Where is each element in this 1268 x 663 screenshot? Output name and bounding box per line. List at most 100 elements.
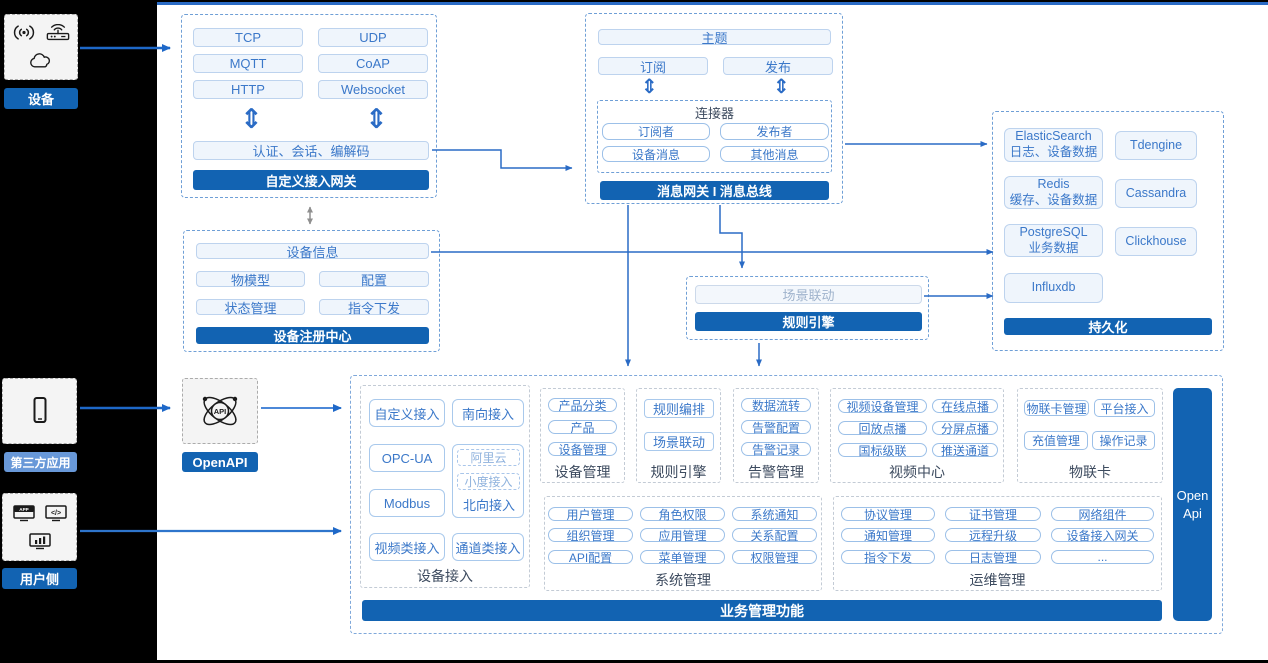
perm-mgmt-pill: 权限管理 bbox=[732, 550, 817, 565]
custom-gateway-title-text: 自定义接入网关 bbox=[265, 173, 357, 189]
command-dispatch-pill: 指令下发 bbox=[841, 550, 935, 565]
subscribe-box: 订阅 bbox=[598, 57, 708, 75]
store-name: Tdengine bbox=[1129, 137, 1183, 152]
pill-text: 告警配置 bbox=[751, 420, 800, 435]
platform-access-pill: 平台接入 bbox=[1094, 399, 1155, 417]
protocol-tcp: TCP bbox=[193, 28, 303, 47]
pill-text: 网络组件 bbox=[1078, 507, 1127, 522]
system-section bbox=[544, 496, 822, 591]
pill-text: 告警记录 bbox=[751, 442, 800, 457]
pill-text: 设备管理 bbox=[558, 442, 607, 457]
section-title-text: 告警管理 bbox=[748, 464, 804, 480]
device-label-text: 设备 bbox=[27, 92, 54, 107]
code-icon: </> bbox=[44, 504, 68, 522]
user-side-label-text: 用户侧 bbox=[19, 572, 59, 587]
open-api-bar: Open Api bbox=[1173, 388, 1212, 621]
iot-card-mgmt-pill: 物联卡管理 bbox=[1024, 400, 1089, 416]
aliyun-box: 阿里云 bbox=[457, 449, 520, 466]
other-message-pill: 其他消息 bbox=[720, 146, 829, 162]
pill-text: 数据流转 bbox=[751, 398, 800, 413]
status-mgmt-text: 状态管理 bbox=[224, 300, 277, 316]
custom-gateway-title-bar: 自定义接入网关 bbox=[193, 170, 429, 190]
org-mgmt-pill: 组织管理 bbox=[548, 528, 633, 543]
push-channel-pill: 推送通道 bbox=[932, 443, 998, 458]
video-device-mgmt-pill: 视频设备管理 bbox=[838, 399, 927, 414]
pill-text: 远程升级 bbox=[968, 528, 1017, 543]
xiaodu-access-text: 小度接入 bbox=[464, 475, 513, 489]
playback-pill: 回放点播 bbox=[838, 421, 927, 436]
gb-cascade-pill: 国标级联 bbox=[838, 443, 927, 458]
scene-linkage-box2: 场景联动 bbox=[644, 432, 714, 451]
remote-upgrade-pill: 远程升级 bbox=[945, 528, 1041, 543]
protocol-http-text: HTTP bbox=[231, 82, 265, 97]
pill-text: 推送通道 bbox=[940, 443, 989, 458]
scene-linkage-box: 场景联动 bbox=[695, 285, 922, 304]
device-access-title: 设备接入 bbox=[360, 566, 530, 586]
scene-linkage-text: 场景联动 bbox=[782, 288, 835, 303]
section-title-text: 规则引擎 bbox=[650, 464, 707, 480]
box-text: 规则编排 bbox=[652, 402, 705, 417]
device-label: 设备 bbox=[4, 88, 78, 109]
section-title-text: 物联卡 bbox=[1069, 464, 1111, 480]
persistence-title-text: 持久化 bbox=[1088, 320, 1128, 335]
xiaodu-access-box: 小度接入 bbox=[457, 473, 520, 490]
store-name: Clickhouse bbox=[1125, 233, 1187, 248]
protocol-websocket-text: Websocket bbox=[340, 82, 406, 97]
rule-section bbox=[636, 388, 721, 483]
registry-group bbox=[183, 230, 440, 352]
pill-text: 在线点播 bbox=[940, 399, 989, 414]
protocol-mqtt-text: MQTT bbox=[229, 56, 267, 71]
signal-icon bbox=[11, 24, 37, 41]
video-access-box: 视频类接入 bbox=[369, 533, 445, 561]
subscribe-text: 订阅 bbox=[639, 59, 666, 75]
connector-group bbox=[597, 100, 832, 173]
pill-text: 协议管理 bbox=[863, 507, 912, 522]
third-party-label-text: 第三方应用 bbox=[10, 455, 71, 470]
store-influxdb: Influxdb bbox=[1004, 273, 1103, 303]
notice-mgmt-pill: 通知管理 bbox=[841, 528, 935, 543]
store-name: Redis bbox=[1037, 176, 1070, 191]
store-name: Cassandra bbox=[1125, 185, 1187, 200]
rule-section-title: 规则引擎 bbox=[636, 462, 721, 482]
protocol-coap: CoAP bbox=[318, 54, 428, 73]
connector-title: 连接器 bbox=[597, 103, 832, 122]
pill-text: 菜单管理 bbox=[658, 550, 707, 565]
status-mgmt-box: 状态管理 bbox=[196, 299, 305, 316]
store-clickhouse: Clickhouse bbox=[1115, 227, 1197, 256]
pill-text: 关系配置 bbox=[750, 528, 799, 543]
alarm-record-pill: 告警记录 bbox=[741, 442, 811, 457]
thing-model-box: 物模型 bbox=[196, 271, 305, 288]
system-notice-pill: 系统通知 bbox=[732, 507, 817, 522]
app-mgmt-pill: 应用管理 bbox=[640, 528, 725, 543]
protocol-http: HTTP bbox=[193, 80, 303, 99]
publish-box: 发布 bbox=[723, 57, 833, 75]
dashboard-icon bbox=[10, 532, 69, 550]
ops-section-title: 运维管理 bbox=[833, 570, 1162, 590]
api-config-pill: API配置 bbox=[548, 550, 633, 565]
section-title-text: 运维管理 bbox=[969, 572, 1026, 588]
protocol-mgmt-pill: 协议管理 bbox=[841, 507, 935, 522]
message-bus-title-bar: 消息网关 I 消息总线 bbox=[600, 181, 829, 200]
pill-text: 应用管理 bbox=[658, 528, 707, 543]
svg-text:APP: APP bbox=[19, 507, 28, 512]
video-access-text: 视频类接入 bbox=[374, 540, 440, 556]
third-party-icon-box bbox=[2, 378, 77, 444]
online-play-pill: 在线点播 bbox=[932, 399, 998, 414]
pill-text: 物联卡管理 bbox=[1026, 401, 1087, 416]
business-platform-group bbox=[350, 375, 1223, 634]
section-title-text: 视频中心 bbox=[889, 464, 945, 480]
pill-text: 平台接入 bbox=[1100, 401, 1149, 416]
store-name: Influxdb bbox=[1031, 280, 1076, 295]
alarm-config-pill: 告警配置 bbox=[741, 420, 811, 435]
custom-access-text: 自定义接入 bbox=[374, 406, 440, 422]
modbus-text: Modbus bbox=[383, 495, 431, 511]
store-name: PostgreSQL bbox=[1019, 224, 1088, 239]
store-desc: 缓存、设备数据 bbox=[1009, 192, 1098, 207]
protocol-udp-text: UDP bbox=[359, 30, 387, 45]
device-info-text: 设备信息 bbox=[286, 244, 339, 260]
pill-text: 日志管理 bbox=[968, 550, 1017, 565]
rule-engine-title-bar: 规则引擎 bbox=[695, 312, 922, 331]
pill-text: 指令下发 bbox=[863, 550, 912, 565]
registry-title-text: 设备注册中心 bbox=[273, 329, 352, 344]
device-mgmt-pill: 设备管理 bbox=[548, 442, 617, 457]
